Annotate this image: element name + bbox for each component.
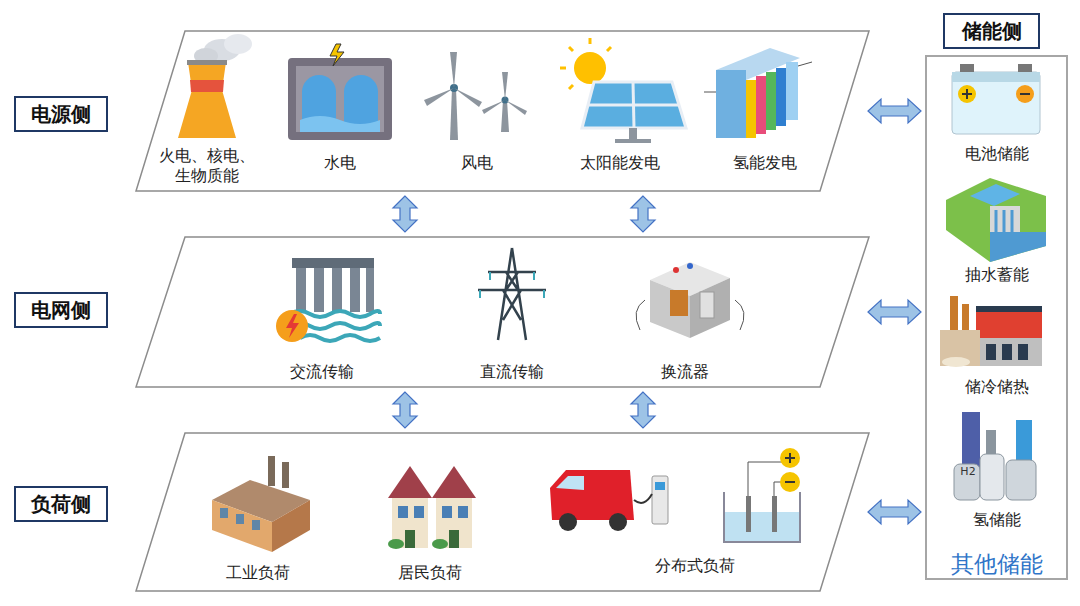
- side-label: 储能侧: [962, 19, 1022, 43]
- wind-turbine-icon: [424, 52, 527, 140]
- houses-icon: [388, 466, 476, 549]
- thermal-storage-icon: [940, 296, 1042, 367]
- item-label: 分布式负荷: [655, 556, 735, 576]
- electrolyzer-icon: [724, 448, 800, 542]
- side-label-box: 电网侧: [14, 292, 108, 328]
- side-label: 负荷侧: [31, 492, 91, 516]
- item-label: 换流器: [661, 362, 709, 382]
- side-label: 电网侧: [31, 298, 91, 322]
- double-arrow: [631, 392, 655, 428]
- hydro-sluice-icon: [276, 258, 380, 342]
- hydrogen-tank-icon: [954, 412, 1036, 500]
- factory-icon: [212, 456, 310, 552]
- double-arrow: [868, 300, 921, 324]
- item-label: 其他储能: [951, 550, 1043, 578]
- thermal-plant-icon: [178, 34, 252, 138]
- item-label: 抽水蓄能: [965, 265, 1029, 285]
- item-label: 火电、核电、生物质能: [152, 146, 262, 186]
- side-label-box: 储能侧: [943, 13, 1040, 49]
- item-label: 储冷储热: [965, 377, 1029, 397]
- converter-icon: [636, 262, 744, 338]
- item-label: 居民负荷: [398, 563, 462, 583]
- item-label: 工业负荷: [226, 563, 290, 583]
- side-label-box: 电源侧: [14, 96, 108, 132]
- transmission-tower-icon: [478, 248, 546, 340]
- tank-label: H2: [960, 465, 975, 479]
- layer-plane: 交流传输 直流传输 换流器: [135, 236, 870, 388]
- item-label: 直流传输: [480, 362, 544, 382]
- double-arrow: [868, 500, 921, 524]
- double-arrow: [868, 99, 921, 123]
- item-label: 风电: [461, 153, 493, 173]
- layer-plane: 火电、核电、生物质能 水电 风电 太阳能发电 氢能发电: [135, 30, 870, 192]
- electric-van-icon: [550, 470, 668, 531]
- item-label: 水电: [324, 153, 356, 173]
- side-label: 电源侧: [31, 102, 91, 126]
- item-label: 电池储能: [965, 144, 1029, 164]
- battery-icon: [952, 64, 1040, 134]
- double-arrow: [631, 196, 655, 232]
- item-label: 氢储能: [973, 510, 1021, 530]
- item-label: 交流传输: [290, 362, 354, 382]
- double-arrow: [393, 196, 417, 232]
- double-arrow: [393, 392, 417, 428]
- item-label: 太阳能发电: [580, 153, 660, 173]
- pumped-hydro-icon: [946, 178, 1046, 262]
- side-label-box: 负荷侧: [14, 486, 108, 522]
- hydro-dam-icon: [288, 44, 392, 140]
- layer-plane: 工业负荷 居民负荷 分布式负荷: [135, 432, 870, 592]
- item-label: 氢能发电: [733, 153, 797, 173]
- storage-panel: 电池储能抽水蓄能储冷储热氢储能其他储能: [925, 55, 1068, 580]
- fuel-cell-icon: [704, 48, 812, 138]
- solar-panel-icon: [560, 38, 686, 143]
